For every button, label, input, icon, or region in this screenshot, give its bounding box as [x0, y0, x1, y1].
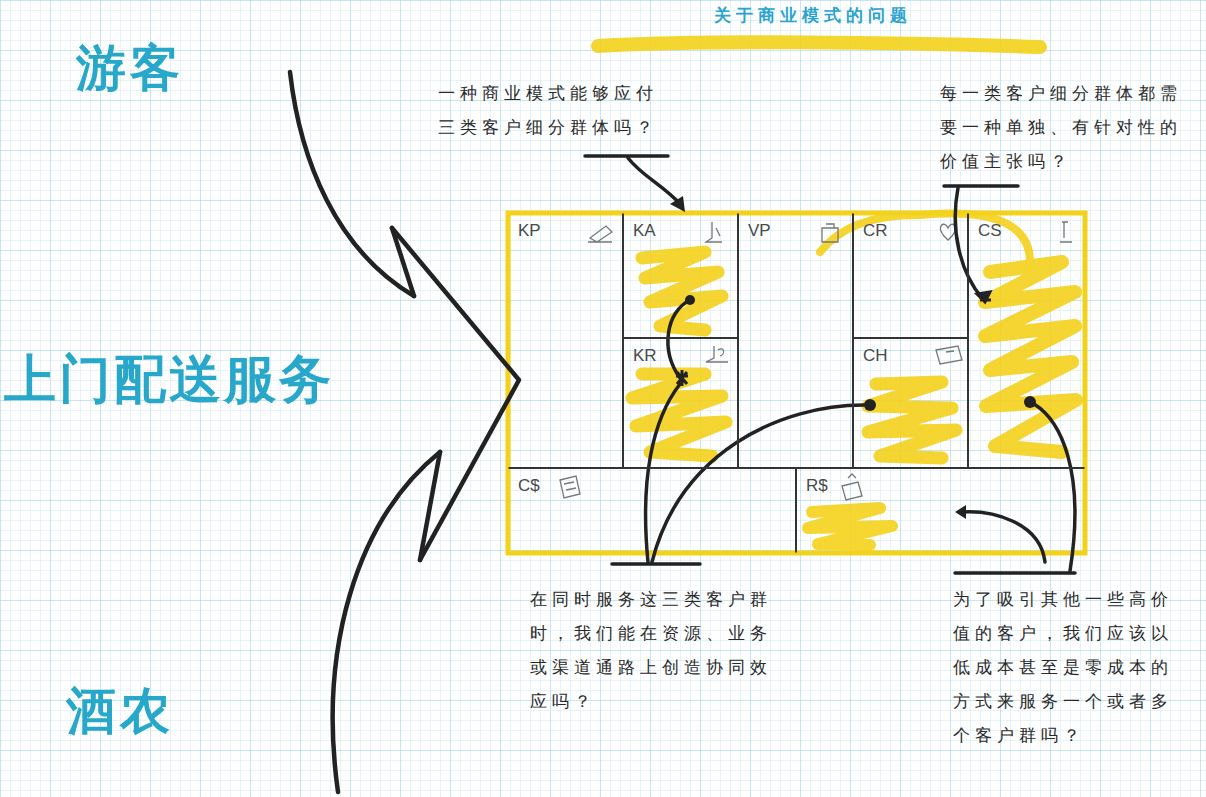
- dot-mark: [685, 295, 695, 305]
- scribble: [808, 508, 892, 545]
- page-title: 关于商业模式的问题: [714, 4, 912, 27]
- canvas-block: CS: [968, 213, 1085, 468]
- leader-line: [962, 512, 1045, 562]
- question-note: 一种商业模式能够应付 三类客户细分群体吗？: [438, 76, 670, 144]
- star-mark: [977, 292, 991, 302]
- canvas-block: CH: [853, 338, 968, 468]
- highlighter-stroke: [598, 42, 1040, 47]
- revenue-icon: [842, 474, 862, 500]
- block-label: R$: [797, 469, 837, 503]
- canvas-block: R$: [796, 468, 1085, 553]
- block-label: CS: [969, 214, 1011, 248]
- star-mark: [676, 370, 688, 386]
- scribble: [642, 252, 722, 330]
- scribble: [820, 214, 1030, 262]
- block-label: VP: [739, 214, 780, 248]
- canvas-block: CR: [853, 213, 968, 338]
- canvas-block: KP: [508, 213, 623, 468]
- arrow-head: [955, 505, 966, 519]
- block-icons: [560, 222, 1072, 500]
- leader-bar: [955, 571, 1075, 575]
- canvas-frame: [508, 213, 1085, 553]
- leader-line: [652, 405, 864, 562]
- block-label: KP: [509, 214, 550, 248]
- canvas-block: C$: [508, 468, 796, 553]
- arrow-curve: [290, 72, 414, 296]
- arrow-chevron: [392, 228, 519, 560]
- canvas-block: KA: [623, 213, 738, 338]
- group-label: 游客: [76, 40, 184, 98]
- leader-line: [628, 158, 680, 204]
- segment-icon: [1060, 222, 1072, 242]
- channel-icon: [936, 346, 962, 364]
- relationship-icon: [941, 224, 956, 240]
- leader-ends: [670, 196, 1036, 519]
- leader-bar: [612, 562, 700, 566]
- block-label: KA: [624, 214, 665, 248]
- canvas-block: VP: [738, 213, 853, 468]
- question-note: 每一类客户细分群体都需 要一种单独、有针对性的 价值主张吗？: [940, 76, 1192, 178]
- block-label: CR: [854, 214, 897, 248]
- group-label: 上门配送服务: [4, 350, 334, 410]
- arrow-head: [670, 196, 685, 212]
- block-label: KR: [624, 339, 666, 373]
- leader-lines: [585, 156, 1075, 573]
- dot-mark: [864, 399, 876, 411]
- scribble: [868, 382, 956, 458]
- group-label: 酒农: [66, 683, 174, 741]
- arrow-curve: [333, 452, 440, 792]
- block-label: CH: [854, 339, 897, 373]
- resource-icon: [706, 346, 728, 362]
- cost-icon: [560, 476, 580, 498]
- partner-icon: [588, 226, 612, 242]
- converging-arrows: [290, 72, 519, 792]
- leader-bar: [944, 184, 1018, 188]
- highlighter-scribbles: [632, 214, 1076, 545]
- value-icon: [822, 224, 838, 242]
- leader-line: [668, 300, 690, 378]
- block-label: C$: [509, 469, 549, 503]
- activity-icon: [706, 222, 722, 242]
- question-note: 为了吸引其他一些高价 值的客户，我们应该以 低成本甚至是零成本的 方式来服务一个…: [953, 582, 1185, 752]
- scribble: [985, 262, 1076, 452]
- leader-line: [646, 384, 680, 562]
- canvas-block: KR: [623, 338, 738, 468]
- question-note: 在同时服务这三类客户群 时，我们能在资源、业务 或渠道通路上创造协同效 应吗？: [530, 582, 782, 718]
- dot-mark: [1024, 396, 1036, 408]
